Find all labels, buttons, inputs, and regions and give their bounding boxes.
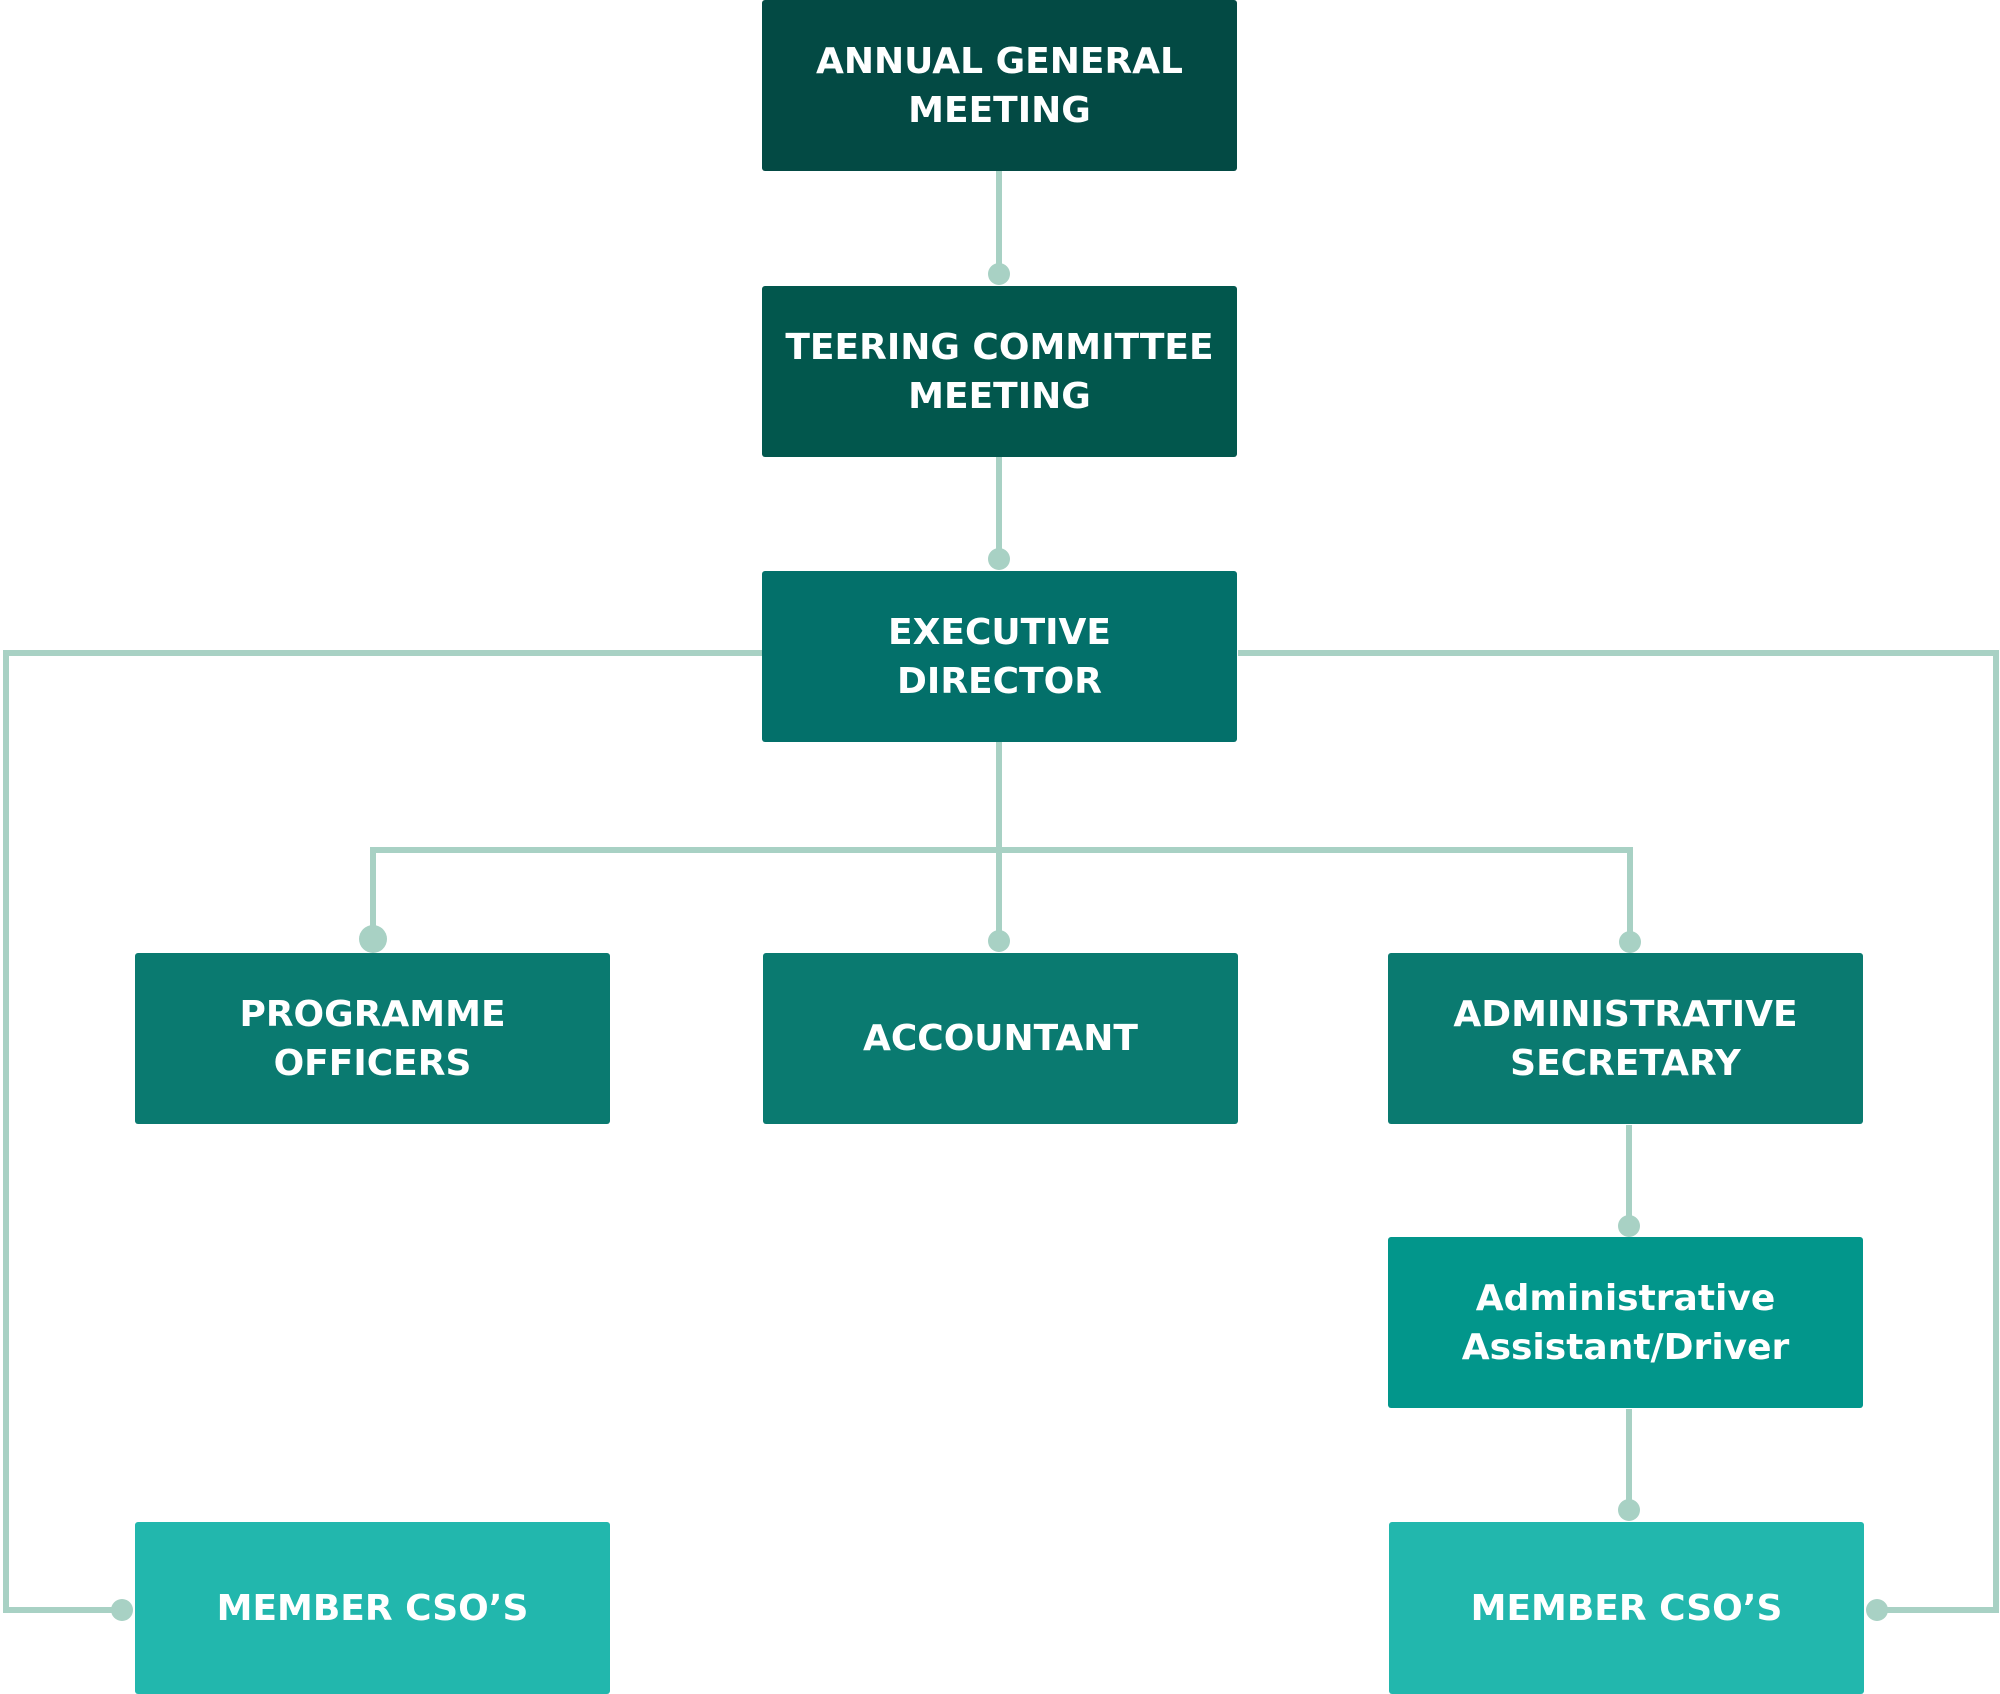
connector-dot [988,548,1010,570]
node-member-csos-left: MEMBER CSO’S [135,1522,610,1694]
connector-dot [1618,1215,1640,1237]
node-annual-general-meeting: ANNUAL GENERAL MEETING [762,0,1237,171]
node-accountant: ACCOUNTANT [763,953,1238,1124]
node-programme-officers: PROGRAMME OFFICERS [135,953,610,1124]
node-steering-committee-meeting: TEERING COMMITTEE MEETING [762,286,1237,457]
node-administrative-secretary: ADMINISTRATIVE SECRETARY [1388,953,1863,1124]
node-administrative-assistant-driver: Administrative Assistant/Driver [1388,1237,1863,1408]
connector-dot [988,930,1010,952]
node-executive-director: EXECUTIVE DIRECTOR [762,571,1237,742]
connector-dot [988,263,1010,285]
connector-dot [1619,931,1641,953]
connector-director-members-right [1238,650,1999,1613]
connector-dot [1866,1599,1888,1621]
connector-dot [359,925,387,953]
connector-director-members-left [3,650,762,1613]
connector-dot [1618,1499,1640,1521]
node-member-csos-right: MEMBER CSO’S [1389,1522,1864,1694]
connector-branch [370,847,1633,941]
connector-dot [111,1599,133,1621]
